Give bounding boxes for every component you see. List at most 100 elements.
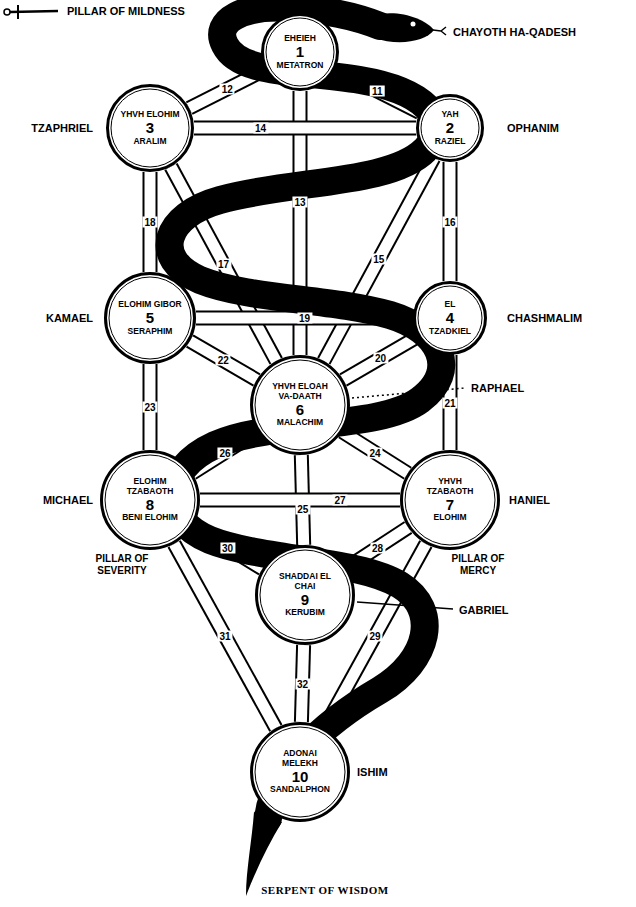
sephira-number: 3 (120, 119, 179, 136)
circle-rim (418, 96, 483, 161)
pillar-label: PILLAR OF MILDNESS (66, 5, 186, 18)
divine-name: YHVH ELOAH VA-DAATH (267, 382, 333, 401)
divine-name: SHADDAI EL CHAI (272, 572, 338, 591)
sephira-circle: EHEIEH1METATRON (261, 13, 339, 91)
band-fill (342, 432, 408, 473)
path-number: 11 (370, 86, 385, 97)
band-fill (190, 341, 257, 380)
circle-rim (252, 724, 349, 821)
circle-inner-rim (109, 277, 191, 359)
sephira-number: 4 (429, 309, 471, 326)
circle-rim (263, 15, 338, 90)
archangel-name: METATRON (277, 61, 324, 70)
archangel-name: MICHAEL (42, 494, 94, 507)
archangel-name: ARALIM (120, 137, 179, 146)
sephira-number: 6 (267, 401, 333, 418)
archangel-name: MALACHIM (267, 418, 333, 427)
circle-text: YHVH ELOAH VA-DAATH6MALACHIM (267, 382, 333, 427)
sephira-number: 8 (117, 496, 183, 513)
path-number: 27 (332, 495, 347, 506)
sephira-number: 2 (435, 119, 466, 136)
path-number: 22 (216, 355, 231, 366)
sephira-circle: YHVH ELOHIM3ARALIM (106, 84, 194, 172)
path-band (190, 341, 257, 380)
path-number: 14 (253, 123, 268, 134)
path-number: 13 (292, 196, 307, 207)
path-band (194, 128, 416, 129)
sephira-number: 7 (417, 496, 483, 513)
sephira-number: 1 (277, 43, 324, 60)
path-number: 20 (373, 353, 388, 364)
band-fill (343, 337, 418, 380)
sephira-number: 9 (272, 591, 338, 608)
circle-rim (108, 86, 193, 171)
circle-text: SHADDAI EL CHAI9KERUBIM (272, 572, 338, 617)
circle-rim (415, 283, 486, 354)
archangel-name: TZAPHRIEL (30, 122, 94, 135)
circle-inner-rim (111, 89, 189, 167)
path-number: 12 (220, 83, 235, 94)
archangel-name: KAMAEL (45, 312, 94, 325)
sephira-number: 10 (267, 768, 333, 785)
path-number: 21 (442, 397, 457, 408)
path-number: 18 (142, 217, 157, 228)
circle-text: YAH2RAZIEL (435, 110, 466, 146)
path-number: 25 (295, 504, 310, 515)
band-outline (443, 162, 458, 281)
archangel-name: RAPHAEL (470, 382, 525, 395)
serpent-head (372, 13, 434, 42)
divine-name: ELOHIM GIBOR (118, 300, 181, 309)
sephira-circle: YHVH ELOAH VA-DAATH6MALACHIM (250, 355, 350, 455)
circle-text: YHVH TZABAOTH7ELOHIM (417, 477, 483, 522)
sephira-circle: EL4TZADKIEL (413, 281, 487, 355)
path-number: 19 (297, 313, 312, 324)
circle-inner-rim (105, 455, 195, 545)
circle-rim (257, 547, 354, 644)
band-outline (343, 337, 418, 380)
path-number: 23 (142, 402, 157, 413)
path-number: 24 (367, 447, 382, 458)
circle-rim (402, 452, 499, 549)
circle-text: ELOHIM TZABAOTH8BENI ELOHIM (117, 477, 183, 522)
band-outline (143, 364, 158, 450)
serpent-body (170, 8, 442, 818)
path-number: 26 (217, 447, 232, 458)
sephira-circle: SHADDAI EL CHAI9KERUBIM (255, 545, 355, 645)
figure-caption: SERPENT OF WISDOM (259, 884, 391, 896)
band-fill (174, 544, 276, 728)
choir-name: ISHIM (356, 766, 389, 779)
archangel-name: BENI ELOHIM (117, 513, 183, 522)
divine-name: EHEIEH (277, 34, 324, 43)
pillar-label: PILLAR OF MERCY (441, 553, 515, 576)
archangel-name: HANIEL (508, 494, 551, 507)
path-number: 31 (217, 631, 232, 642)
band-outline (342, 432, 408, 473)
archangel-name: SANDALPHON (267, 785, 333, 794)
circle-inner-rim (266, 18, 334, 86)
sephira-number: 5 (118, 309, 181, 326)
divine-name: ADONAI MELEKH (267, 749, 333, 768)
leader-line (357, 602, 453, 609)
divine-name: EL (429, 300, 471, 309)
serpent-tongue (433, 27, 446, 35)
path-number: 28 (370, 542, 385, 553)
path-band (342, 432, 408, 473)
sephira-circle: YAH2RAZIEL (416, 94, 484, 162)
choir-name: CHASHMALIM (506, 312, 583, 325)
circle-text: EL4TZADKIEL (429, 300, 471, 336)
sephira-circle: ELOHIM GIBOR5SERAPHIM (104, 272, 196, 364)
serpent (170, 8, 446, 896)
path-number: 17 (216, 258, 231, 269)
choir-name: OPHANIM (506, 122, 560, 135)
band-fill (194, 123, 416, 134)
divine-name: YHVH ELOHIM (120, 110, 179, 119)
path-band (200, 500, 400, 501)
circle-rim (106, 274, 195, 363)
pillar-label: PILLAR OF SEVERITY (85, 553, 159, 576)
archangel-name: SERAPHIM (118, 327, 181, 336)
circle-inner-rim (405, 455, 495, 545)
circle-text: YHVH ELOHIM3ARALIM (120, 110, 179, 146)
archangel-name: TZADKIEL (429, 327, 471, 336)
